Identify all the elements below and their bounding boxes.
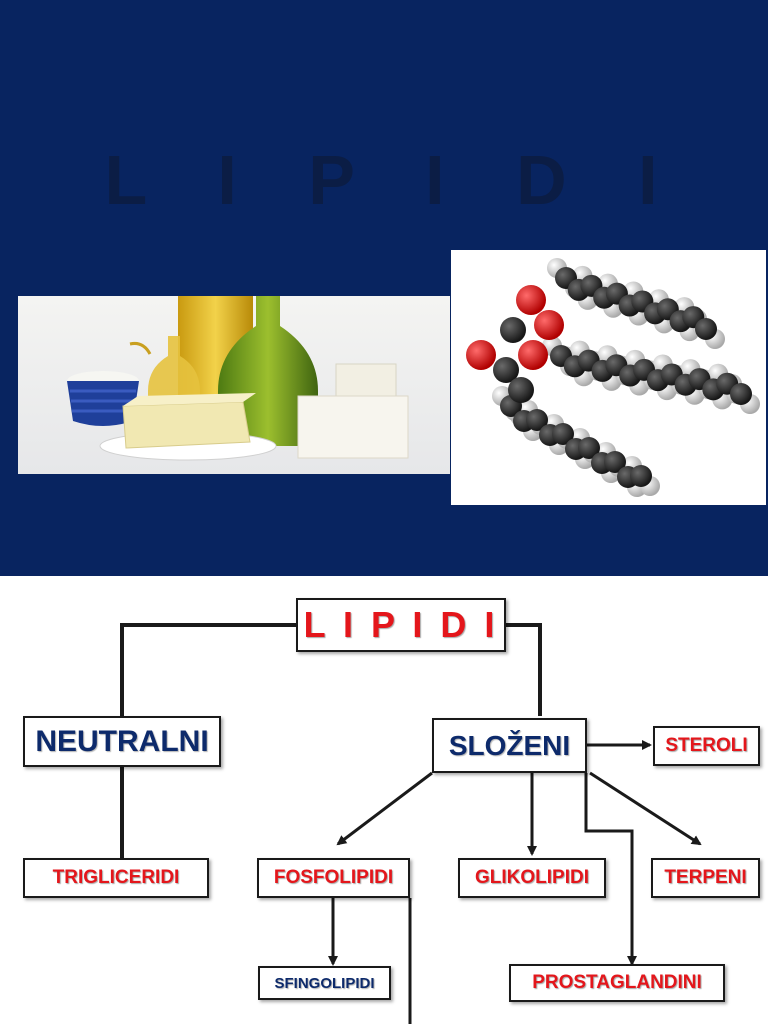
connector-lines: [120, 623, 702, 1024]
fats-and-oils-photo: [18, 296, 450, 474]
carbon-atom: [526, 409, 548, 431]
slide-title: L I P I D I: [104, 141, 684, 219]
carbon-atom: [493, 357, 519, 383]
root-node: L I P I D I: [296, 598, 506, 652]
oxygen-atom: [466, 340, 496, 370]
oxygen-atom: [516, 285, 546, 315]
carbon-atom: [630, 465, 652, 487]
sterols-node: STEROLI: [653, 726, 760, 766]
terpenes-node: TERPENI: [651, 858, 760, 898]
carbon-atom: [578, 437, 600, 459]
arrow-complex-phospholipids: [336, 771, 433, 846]
title-slide: L I P I D I: [0, 0, 768, 576]
prostaglandins-node: PROSTAGLANDINI: [509, 964, 725, 1002]
complex-node: SLOŽENI: [432, 718, 587, 773]
sphingolipids-node: SFINGOLIPIDI: [258, 966, 391, 1000]
glycolipids-node: GLIKOLIPIDI: [458, 858, 606, 898]
triglycerides-node: TRIGLICERIDI: [23, 858, 209, 898]
triglyceride-molecule-model: [451, 250, 766, 505]
oxygen-atom: [534, 310, 564, 340]
lipid-classification-diagram: L I P I D I NEUTRALNI SLOŽENI STEROLI TR…: [0, 576, 768, 1024]
carbon-atom: [508, 377, 534, 403]
phospholipids-node: FOSFOLIPIDI: [257, 858, 410, 898]
oxygen-atom: [518, 340, 548, 370]
arrow-complex-prostaglandins: [584, 773, 637, 966]
line-root-neutral: [120, 623, 296, 716]
carbon-atom: [604, 451, 626, 473]
carbon-atom: [552, 423, 574, 445]
carbon-atom: [730, 383, 752, 405]
neutral-node: NEUTRALNI: [23, 716, 221, 767]
carbon-atom: [500, 317, 526, 343]
line-root-complex: [505, 623, 542, 716]
arrow-complex-terpenes: [589, 771, 702, 846]
carbon-atom: [695, 318, 717, 340]
